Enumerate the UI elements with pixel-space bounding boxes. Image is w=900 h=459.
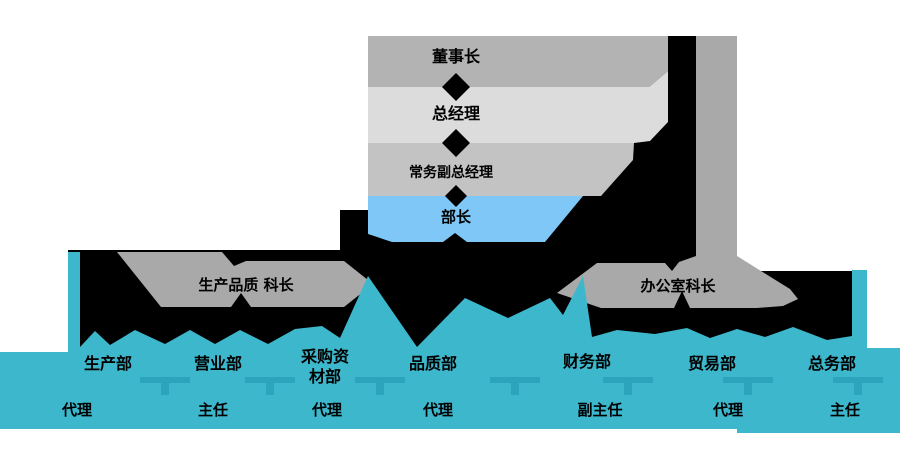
dept-title: 副主任 <box>577 401 622 419</box>
general-manager-label: 总经理 <box>432 104 480 123</box>
branch-label-left: 生产品质 科长 <box>198 276 294 294</box>
department-titles: 代理 主任 代理 代理 副主任 代理 主任 <box>61 401 860 419</box>
funnel-band-general-manager <box>368 71 668 143</box>
dept-name: 生产部 <box>84 354 132 373</box>
dept-title: 代理 <box>311 401 342 419</box>
dept-name: 总务部 <box>808 354 856 373</box>
teal-base <box>0 252 900 433</box>
dept-name: 采购资 <box>300 347 349 366</box>
dept-name: 材部 <box>309 367 341 386</box>
branch-label-right: 办公室科长 <box>640 277 716 295</box>
funnel-band-chairman <box>368 36 668 87</box>
diamond-connector-icon <box>442 73 470 101</box>
chairman-label: 董事长 <box>432 47 481 66</box>
minister-label: 部长 <box>441 208 472 226</box>
dept-title: 主任 <box>830 401 860 419</box>
branch-banner-right <box>557 256 798 308</box>
branch-banner-left <box>117 252 373 307</box>
dept-name: 财务部 <box>562 352 611 371</box>
funnel-band-deputy-gm <box>368 143 634 196</box>
dept-title: 代理 <box>712 401 743 419</box>
diamond-connector-icon <box>442 129 470 157</box>
department-names: 生产部 营业部 采购资 材部 品质部 财务部 贸易部 总务部 <box>84 347 856 386</box>
deputy-gm-label: 常务副总经理 <box>409 164 493 181</box>
right-connector-strip <box>696 36 737 266</box>
dept-name: 贸易部 <box>688 354 736 373</box>
dept-name: 营业部 <box>194 354 242 373</box>
dept-title: 代理 <box>61 401 92 419</box>
dept-title: 代理 <box>422 401 453 419</box>
dept-name: 品质部 <box>409 354 457 373</box>
dept-title: 主任 <box>198 401 228 419</box>
diamond-connector-icon <box>445 185 467 207</box>
funnel-band-minister <box>368 196 583 242</box>
